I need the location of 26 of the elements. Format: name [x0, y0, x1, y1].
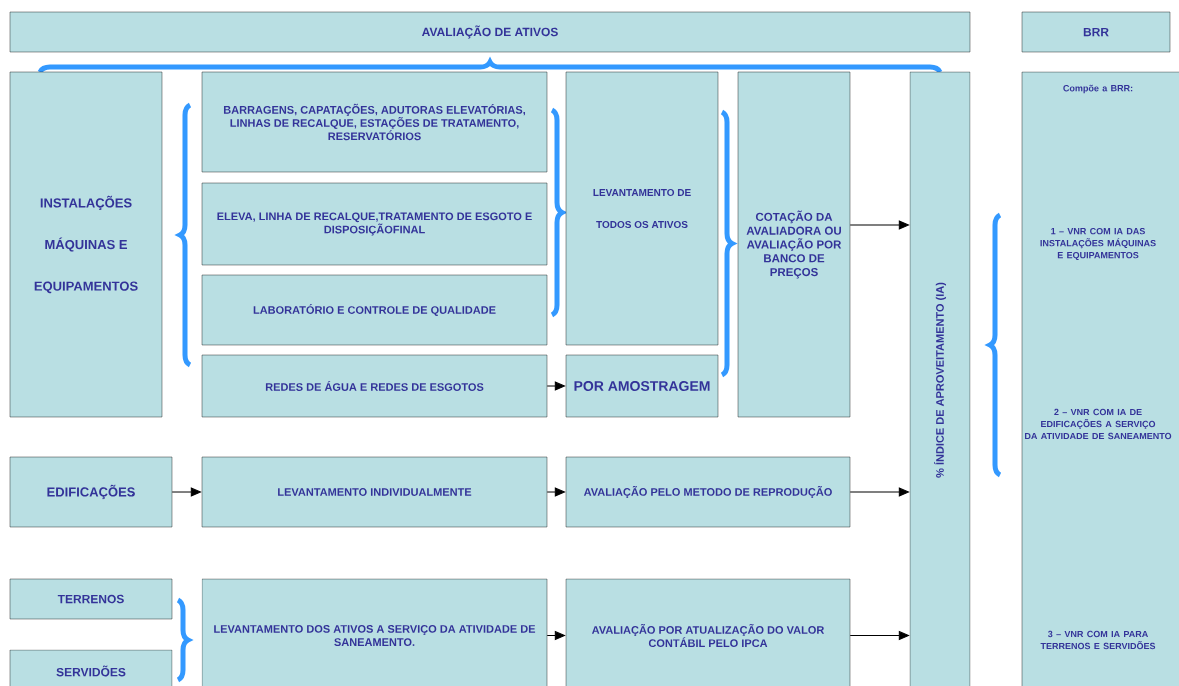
- arrow: [546, 381, 565, 391]
- process-box: LEVANTAMENTO DE TODOS OS ATIVOS: [565, 71, 719, 346]
- arrow: [849, 220, 909, 230]
- category-box: TERRENOS: [9, 578, 173, 620]
- result-panel: Compõe a BRR: 1 – VNR COM IA DAS INSTALAÇÕES MÁQUINAS E EQUIPAMENTOS 2 – VNR COM IA DE EDIFICAÇÕES A SERVIÇO DA ATIVIDADE DE SANEAMENTO 3 – VNR COM IA PARA TERRENOS E SERVIDÕES: [1021, 71, 1179, 686]
- process-box: POR AMOSTRAGEM: [565, 354, 719, 418]
- process-box: AVALIAÇÃO POR ATUALIZAÇÃO DO VALOR CONTÁBIL PELO IPCA: [565, 578, 851, 686]
- asset-box: LABORATÓRIO E CONTROLE DE QUALIDADE: [201, 274, 548, 346]
- process-box: AVALIAÇÃO PELO METODO DE REPRODUÇÃO: [565, 456, 851, 528]
- title-box: AVALIAÇÃO DE ATIVOS: [9, 11, 971, 53]
- arrow: [171, 487, 201, 497]
- process-box: LEVANTAMENTO DOS ATIVOS A SERVIÇO DA ATIVIDADE DE SANEAMENTO.: [201, 578, 548, 686]
- index-bar: % ÍNDICE DE APROVEITAMENTO (IA): [909, 71, 971, 686]
- category-box: EDIFICAÇÕES: [9, 456, 173, 528]
- arrow: [546, 487, 565, 497]
- header-box: BRR: [1021, 11, 1171, 53]
- process-box: COTAÇÃO DA AVALIADORA OU AVALIAÇÃO POR BANCO DE PREÇOS: [737, 71, 851, 418]
- asset-box: ELEVA, LINHA DE RECALQUE,TRATAMENTO DE ESGOTO E DISPOSIÇÃOFINAL: [201, 182, 548, 266]
- arrow: [849, 631, 909, 640]
- asset-box: BARRAGENS, CAPATAÇÕES, ADUTORAS ELEVATÓRIAS, LINHAS DE RECALQUE, ESTAÇÕES DE TRATAMENTO, RESERVATÓRIOS: [201, 71, 548, 173]
- asset-box: REDES DE ÁGUA E REDES DE ESGOTOS: [201, 354, 548, 418]
- process-box: LEVANTAMENTO INDIVIDUALMENTE: [201, 456, 548, 528]
- category-box: INSTALAÇÕES MÁQUINAS E EQUIPAMENTOS: [9, 71, 163, 418]
- category-box: SERVIDÕES: [9, 649, 173, 686]
- arrow: [546, 631, 565, 640]
- arrow: [849, 487, 909, 497]
